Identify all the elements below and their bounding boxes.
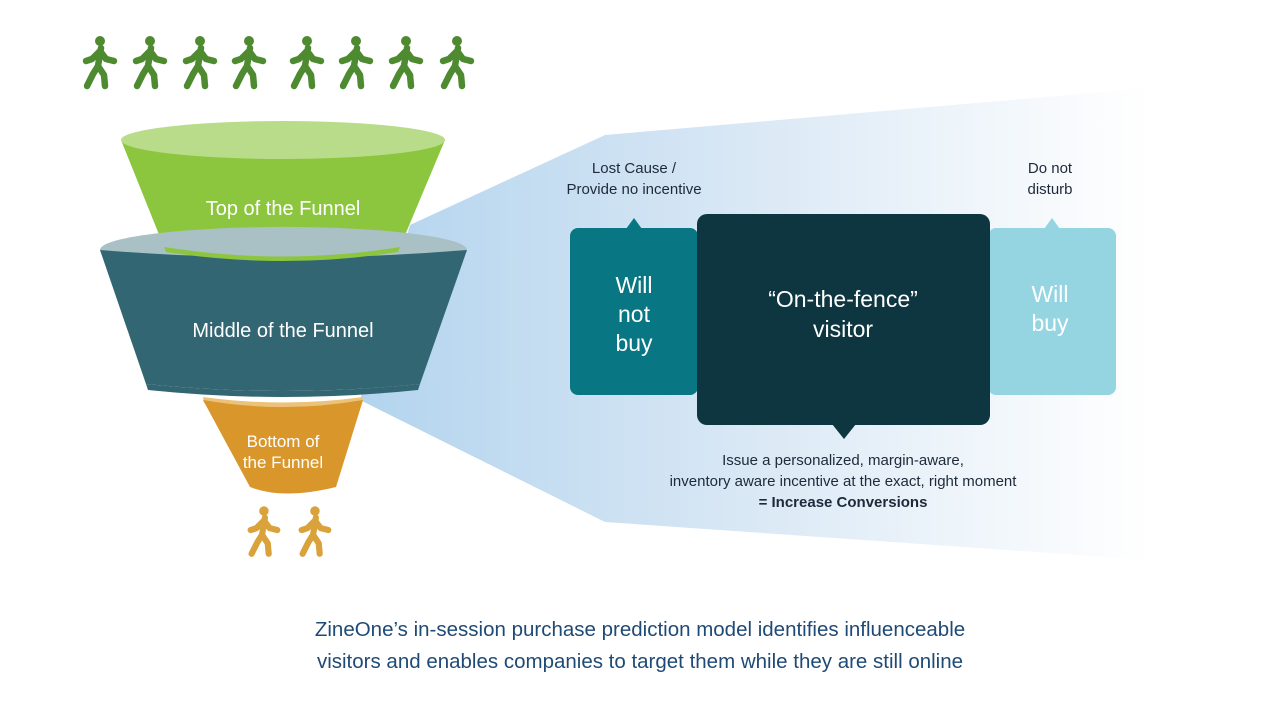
- caption: ZineOne’s in-session purchase prediction…: [240, 614, 1040, 678]
- top-visitors-group: [82, 36, 475, 90]
- walking-person-icon: [338, 36, 374, 90]
- lost-cause-callout-line1: Lost Cause /: [592, 160, 677, 177]
- funnel-bottom-body: [203, 400, 363, 494]
- funnel-bottom: [146, 384, 420, 494]
- walking-person-icon: [182, 36, 218, 90]
- on-the-fence-text-line2: visitor: [813, 316, 873, 342]
- converted-visitors-group: [247, 506, 332, 557]
- incentive-callout-line3: = Increase Conversions: [759, 494, 928, 511]
- funnel-middle-rim: [100, 226, 467, 258]
- on-the-fence-box: [697, 214, 990, 425]
- walking-person-icon: [298, 506, 332, 557]
- walking-person-icon: [231, 36, 267, 90]
- lost-cause-callout-line2: Provide no incentive: [566, 181, 701, 198]
- funnel-middle-label: Middle of the Funnel: [192, 320, 373, 342]
- funnel-top-rim: [121, 121, 445, 159]
- segment-on-the-fence: “On-the-fence” visitor: [697, 214, 990, 439]
- will-buy-pointer: [1044, 218, 1060, 229]
- funnel-top-bottom-edge: [164, 247, 400, 261]
- walking-person-icon: [132, 36, 168, 90]
- walking-person-icon: [388, 36, 424, 90]
- walking-person-icon: [289, 36, 325, 90]
- will-not-buy-text-line1: Will: [615, 272, 652, 298]
- segment-will-not-buy: Will not buy: [570, 218, 698, 395]
- will-not-buy-text-line3: buy: [615, 330, 653, 356]
- walking-person-icon: [82, 36, 118, 90]
- do-not-disturb-callout-line1: Do not: [1028, 160, 1073, 177]
- will-buy-text-line2: buy: [1031, 310, 1069, 336]
- incentive-callout-line1: Issue a personalized, margin-aware,: [722, 452, 964, 469]
- will-not-buy-text-line2: not: [618, 301, 651, 327]
- will-buy-box: [988, 228, 1116, 395]
- funnel-middle-body: [100, 250, 467, 391]
- funnel-top: [121, 121, 445, 247]
- segment-will-buy: Will buy: [988, 218, 1116, 395]
- walking-person-icon: [247, 506, 281, 557]
- caption-line1: ZineOne’s in-session purchase prediction…: [314, 618, 966, 641]
- funnel-top-label: Top of the Funnel: [206, 198, 361, 220]
- do-not-disturb-callout-line2: disturb: [1027, 181, 1072, 198]
- funnel-bottom-label-line2: the Funnel: [243, 453, 323, 472]
- funnel-middle-shadow: [146, 384, 420, 397]
- on-the-fence-text-line1: “On-the-fence”: [768, 286, 918, 312]
- funnel-bottom-label-line1: Bottom of: [247, 432, 320, 451]
- will-not-buy-box: [570, 228, 698, 395]
- funnel-middle: [100, 226, 467, 391]
- will-buy-text-line1: Will: [1031, 281, 1068, 307]
- incentive-callout-line2: inventory aware incentive at the exact, …: [670, 473, 1018, 490]
- funnel-top-body: [121, 140, 445, 247]
- will-not-buy-pointer: [626, 218, 642, 229]
- caption-line2: visitors and enables companies to target…: [316, 650, 964, 673]
- on-the-fence-pointer: [832, 424, 856, 439]
- walking-person-icon: [439, 36, 475, 90]
